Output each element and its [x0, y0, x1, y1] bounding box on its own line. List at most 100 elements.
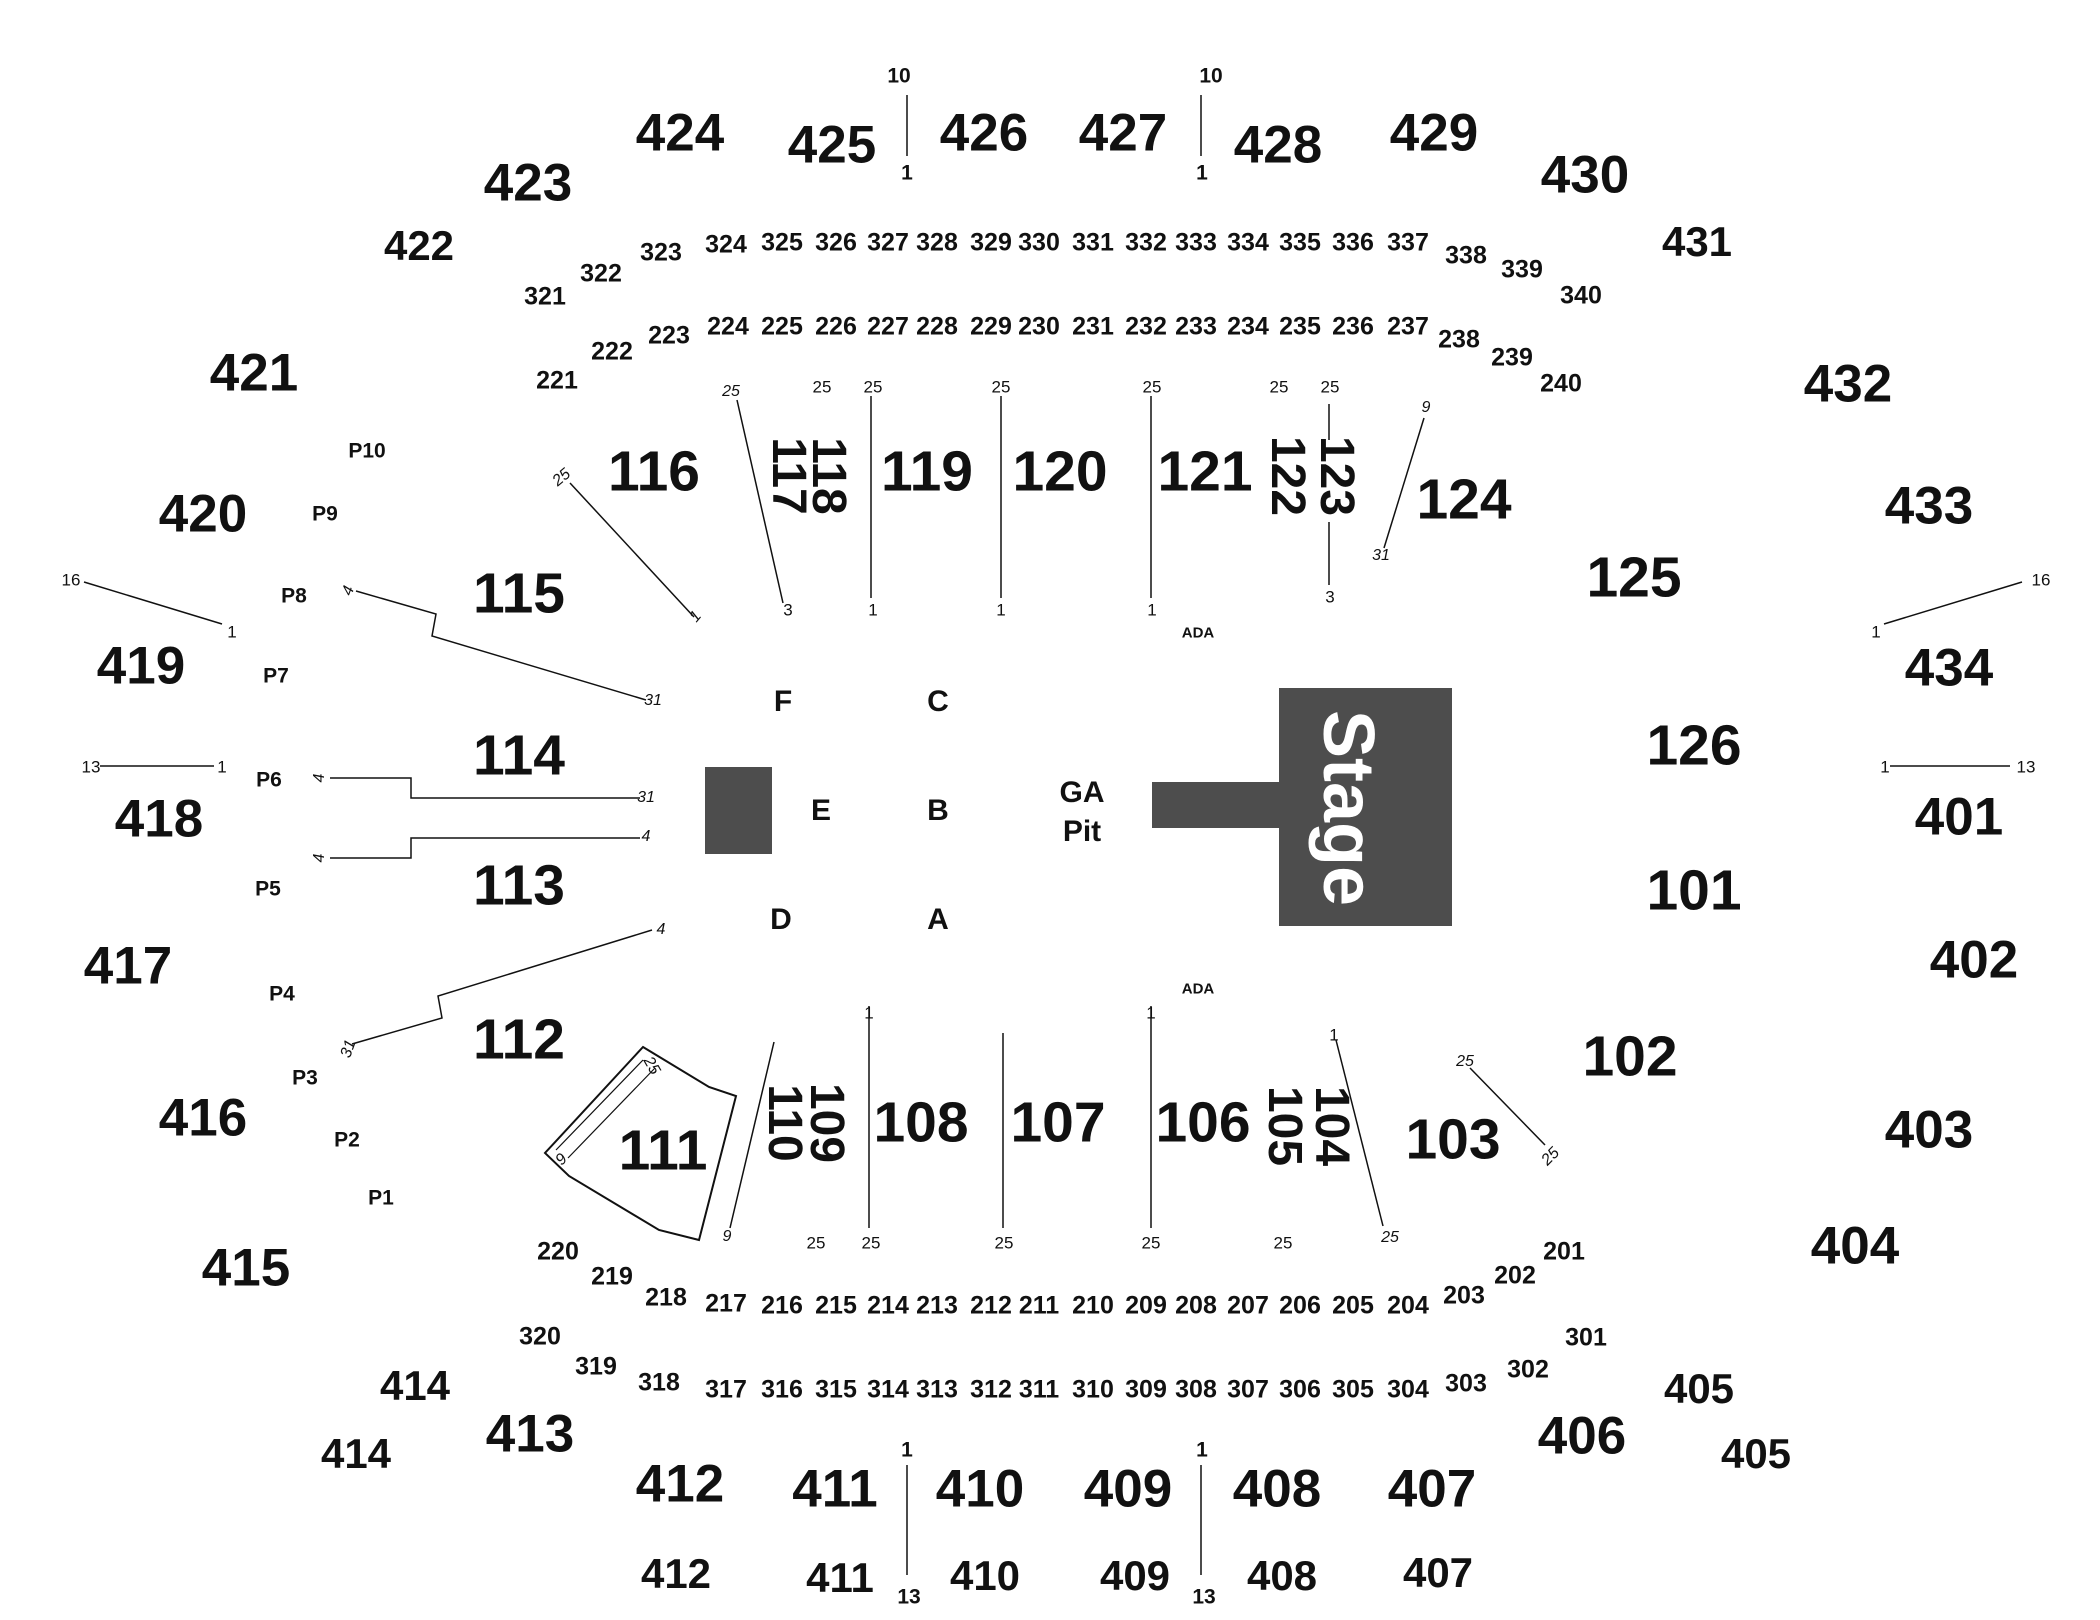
section-221[interactable]: 221 — [536, 366, 578, 395]
section-230[interactable]: 230 — [1018, 312, 1060, 341]
section-416[interactable]: 416 — [158, 1088, 248, 1148]
section-216[interactable]: 216 — [761, 1291, 803, 1320]
pod-p10[interactable]: P10 — [348, 439, 386, 463]
section-104[interactable]: 104 — [1305, 1085, 1358, 1167]
floor-section-a[interactable]: A — [927, 903, 949, 936]
section-233[interactable]: 233 — [1175, 312, 1217, 341]
pod-p5[interactable]: P5 — [255, 877, 281, 901]
section-432[interactable]: 432 — [1803, 354, 1893, 414]
section-119[interactable]: 119 — [881, 439, 973, 504]
section-218[interactable]: 218 — [645, 1283, 687, 1312]
section-228[interactable]: 228 — [916, 312, 958, 341]
section-211[interactable]: 211 — [1018, 1291, 1060, 1320]
section-231[interactable]: 231 — [1072, 312, 1114, 341]
section-108[interactable]: 108 — [873, 1090, 969, 1155]
section-236[interactable]: 236 — [1332, 312, 1374, 341]
section-207[interactable]: 207 — [1227, 1291, 1269, 1320]
section-120[interactable]: 120 — [1012, 439, 1108, 504]
section-423[interactable]: 423 — [483, 153, 573, 213]
section-320[interactable]: 320 — [519, 1322, 561, 1351]
section-126[interactable]: 126 — [1646, 713, 1742, 778]
section-407[interactable]: 407 — [1387, 1459, 1477, 1519]
section-202[interactable]: 202 — [1494, 1261, 1536, 1290]
floor-section-f[interactable]: F — [773, 685, 793, 718]
section-311[interactable]: 311 — [1018, 1375, 1060, 1404]
section-411[interactable]: 411 — [792, 1459, 878, 1519]
section-204[interactable]: 204 — [1387, 1291, 1429, 1320]
section-421[interactable]: 421 — [209, 343, 299, 403]
section-407-lower[interactable]: 407 — [1402, 1549, 1474, 1596]
section-111-outline[interactable] — [543, 1045, 738, 1242]
section-337[interactable]: 337 — [1387, 228, 1429, 257]
section-329[interactable]: 329 — [970, 228, 1012, 257]
pod-p1[interactable]: P1 — [368, 1186, 394, 1210]
section-319[interactable]: 319 — [575, 1352, 617, 1381]
section-315[interactable]: 315 — [815, 1375, 857, 1404]
section-305[interactable]: 305 — [1332, 1375, 1374, 1404]
section-333[interactable]: 333 — [1175, 228, 1217, 257]
section-227[interactable]: 227 — [867, 312, 909, 341]
section-406[interactable]: 406 — [1537, 1406, 1627, 1466]
section-402[interactable]: 402 — [1929, 930, 2019, 990]
section-340[interactable]: 340 — [1560, 281, 1602, 310]
section-237[interactable]: 237 — [1387, 312, 1429, 341]
pod-p3[interactable]: P3 — [292, 1066, 318, 1090]
section-309[interactable]: 309 — [1125, 1375, 1167, 1404]
section-318[interactable]: 318 — [638, 1368, 680, 1397]
section-325[interactable]: 325 — [761, 228, 803, 257]
section-434[interactable]: 434 — [1904, 638, 1994, 698]
section-217[interactable]: 217 — [705, 1289, 747, 1318]
section-328[interactable]: 328 — [916, 228, 958, 257]
section-336[interactable]: 336 — [1332, 228, 1374, 257]
section-410-lower[interactable]: 410 — [949, 1552, 1021, 1599]
section-322[interactable]: 322 — [580, 259, 622, 288]
section-415[interactable]: 415 — [201, 1238, 291, 1298]
section-307[interactable]: 307 — [1227, 1375, 1269, 1404]
section-106[interactable]: 106 — [1155, 1090, 1251, 1155]
section-431[interactable]: 431 — [1661, 218, 1733, 265]
section-238[interactable]: 238 — [1438, 325, 1480, 354]
section-235[interactable]: 235 — [1279, 312, 1321, 341]
section-229[interactable]: 229 — [970, 312, 1012, 341]
section-327[interactable]: 327 — [867, 228, 909, 257]
section-414-lower[interactable]: 414 — [320, 1430, 392, 1477]
section-239[interactable]: 239 — [1491, 343, 1533, 372]
section-314[interactable]: 314 — [867, 1375, 909, 1404]
section-123[interactable]: 123 — [1310, 435, 1363, 517]
section-312[interactable]: 312 — [970, 1375, 1012, 1404]
section-310[interactable]: 310 — [1072, 1375, 1114, 1404]
section-411-lower[interactable]: 411 — [806, 1554, 874, 1601]
section-409-lower[interactable]: 409 — [1099, 1552, 1171, 1599]
section-225[interactable]: 225 — [761, 312, 803, 341]
section-303[interactable]: 303 — [1445, 1369, 1487, 1398]
section-410[interactable]: 410 — [935, 1459, 1025, 1519]
section-103[interactable]: 103 — [1405, 1107, 1501, 1172]
section-330[interactable]: 330 — [1018, 228, 1060, 257]
section-429[interactable]: 429 — [1389, 103, 1479, 163]
section-232[interactable]: 232 — [1125, 312, 1167, 341]
section-201[interactable]: 201 — [1543, 1237, 1585, 1266]
section-234[interactable]: 234 — [1227, 312, 1269, 341]
section-219[interactable]: 219 — [591, 1262, 633, 1291]
section-115[interactable]: 115 — [473, 561, 565, 626]
section-419[interactable]: 419 — [96, 636, 186, 696]
pod-p8[interactable]: P8 — [281, 584, 307, 608]
section-334[interactable]: 334 — [1227, 228, 1269, 257]
section-417[interactable]: 417 — [83, 936, 173, 996]
section-424[interactable]: 424 — [635, 103, 725, 163]
section-405[interactable]: 405 — [1663, 1365, 1735, 1412]
section-111[interactable]: 111 — [618, 1118, 708, 1183]
section-113[interactable]: 113 — [473, 853, 565, 918]
section-112[interactable]: 112 — [473, 1007, 565, 1072]
floor-section-c[interactable]: C — [927, 685, 949, 718]
section-412-lower[interactable]: 412 — [640, 1550, 712, 1597]
section-223[interactable]: 223 — [648, 321, 690, 350]
section-331[interactable]: 331 — [1072, 228, 1114, 257]
section-408[interactable]: 408 — [1232, 1459, 1322, 1519]
section-304[interactable]: 304 — [1387, 1375, 1429, 1404]
section-425[interactable]: 425 — [787, 115, 877, 175]
section-208[interactable]: 208 — [1175, 1291, 1217, 1320]
section-226[interactable]: 226 — [815, 312, 857, 341]
section-339[interactable]: 339 — [1501, 255, 1543, 284]
section-124[interactable]: 124 — [1416, 467, 1512, 532]
